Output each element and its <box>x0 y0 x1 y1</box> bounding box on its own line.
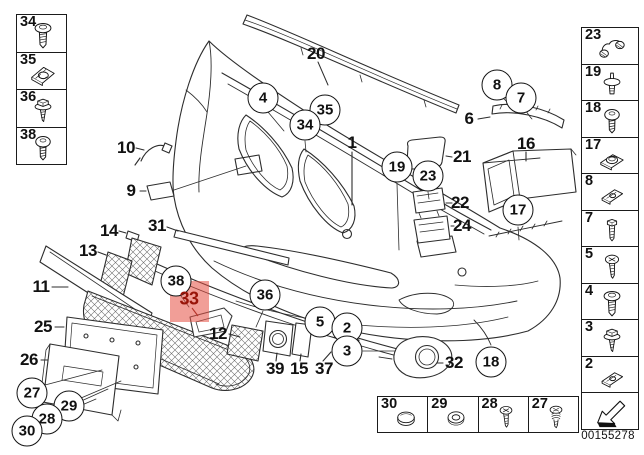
callout-3[interactable]: 3 <box>331 335 363 367</box>
button-head-screw-icon <box>35 135 52 161</box>
diagram-number: 00155278 <box>581 430 635 442</box>
callout-13[interactable]: 13 <box>79 241 97 260</box>
parts-box-number: 7 <box>585 209 594 226</box>
cap-plug-icon <box>396 411 415 426</box>
callout-1[interactable]: 1 <box>347 133 357 152</box>
callout-38[interactable]: 38 <box>160 265 192 297</box>
clip-nut-icon <box>600 154 624 171</box>
left-fastener-column: 34 35 36 38 <box>16 14 67 165</box>
parts-box-18[interactable]: 18 <box>582 100 638 137</box>
callout-37[interactable]: 37 <box>315 359 333 378</box>
parts-box-4[interactable]: 4 <box>582 282 638 320</box>
parts-box-number: 28 <box>481 396 498 412</box>
hex-washer-screw-icon <box>35 98 52 123</box>
callout-15[interactable]: 15 <box>290 359 308 378</box>
callout-5[interactable]: 5 <box>304 306 336 338</box>
parts-box-number: 30 <box>381 396 398 412</box>
parts-box-number: 4 <box>585 282 594 299</box>
parts-box-number: 19 <box>585 63 602 80</box>
pan-head-screw-icon <box>35 23 52 49</box>
direction-arrow-icon <box>597 400 626 428</box>
callout-25[interactable]: 25 <box>34 317 52 336</box>
parts-box-number: 38 <box>20 126 37 143</box>
callout-7[interactable]: 7 <box>505 82 537 114</box>
button-head-screw-icon <box>604 108 620 134</box>
pan-head-screw-icon <box>603 291 621 317</box>
parts-box-29[interactable]: 29 <box>427 397 477 432</box>
callout-11[interactable]: 11 <box>32 277 50 296</box>
callout-31[interactable]: 31 <box>148 216 166 235</box>
parts-box-number: 18 <box>585 100 602 117</box>
callout-23[interactable]: 23 <box>412 160 444 192</box>
callout-20[interactable]: 20 <box>307 44 325 63</box>
parts-box-35[interactable]: 35 <box>17 51 66 90</box>
parts-box-number: 17 <box>585 136 602 153</box>
callout-22[interactable]: 22 <box>451 193 469 212</box>
parts-box-38[interactable]: 38 <box>17 126 66 165</box>
parts-box-30[interactable]: 30 <box>378 397 427 432</box>
speed-nut-clip-icon <box>31 66 56 86</box>
parts-box-2[interactable]: 2 <box>582 355 638 393</box>
callout-27[interactable]: 27 <box>16 377 48 409</box>
callout-39[interactable]: 39 <box>266 359 284 378</box>
callout-18[interactable]: 18 <box>475 346 507 378</box>
callout-26[interactable]: 26 <box>20 350 38 369</box>
parts-box-28[interactable]: 28 <box>477 396 528 432</box>
flat-speed-nut-icon <box>601 371 624 388</box>
parts-box-number: 8 <box>585 173 594 190</box>
parts-box-number: 2 <box>585 355 594 372</box>
parts-box-3[interactable]: 3 <box>582 319 638 356</box>
tapping-screw-icon <box>499 406 513 428</box>
callout-24[interactable]: 24 <box>453 216 471 235</box>
callout-16[interactable]: 16 <box>517 134 535 153</box>
callout-12[interactable]: 12 <box>209 324 227 343</box>
parts-box-5[interactable]: 5 <box>582 246 638 283</box>
parts-box-number: 36 <box>20 89 37 105</box>
callout-19[interactable]: 19 <box>381 151 413 183</box>
callout-6[interactable]: 6 <box>464 109 474 128</box>
parts-box-36[interactable]: 36 <box>17 89 66 127</box>
hex-screw-icon <box>607 219 618 242</box>
bottom-fastener-row: 30 29 28 27 <box>377 396 579 433</box>
parts-box-number: 35 <box>20 51 37 68</box>
callout-32[interactable]: 32 <box>445 353 463 372</box>
hex-washer-screw-icon <box>603 328 621 352</box>
callout-10[interactable]: 10 <box>117 138 135 157</box>
expansion-rivet-icon <box>603 72 621 95</box>
callout-17[interactable]: 17 <box>502 194 534 226</box>
parts-box-17[interactable]: 17 <box>582 136 638 174</box>
parts-box-27[interactable]: 27 <box>527 396 578 432</box>
parts-box-number: 27 <box>531 396 548 412</box>
tapping-screw-icon <box>605 254 620 279</box>
callout-9[interactable]: 9 <box>126 181 136 200</box>
parts-box-23[interactable]: 23 <box>582 28 638 64</box>
callout-14[interactable]: 14 <box>100 221 118 240</box>
spring-clip-icon <box>599 39 625 58</box>
spring-washer-screw-icon <box>550 405 563 429</box>
parts-box-19[interactable]: 19 <box>582 63 638 101</box>
flat-speed-nut-icon <box>601 189 624 205</box>
parts-box-7[interactable]: 7 <box>582 209 638 247</box>
callout-4[interactable]: 4 <box>247 82 279 114</box>
right-fastener-column: 23 19 18 17 8 7 5 4 3 2 <box>581 27 639 430</box>
parts-box-number: 34 <box>20 14 37 30</box>
parts-box-number: 5 <box>585 246 594 263</box>
callout-33-highlighted[interactable]: 33 <box>179 288 199 309</box>
callout-36[interactable]: 36 <box>249 279 281 311</box>
direction-arrow-box[interactable] <box>582 392 638 429</box>
parts-box-8[interactable]: 8 <box>582 173 638 210</box>
parts-box-number: 23 <box>585 27 602 43</box>
washer-icon <box>447 411 465 426</box>
callout-21[interactable]: 21 <box>453 147 471 166</box>
callout-34[interactable]: 34 <box>289 109 321 141</box>
parts-box-number: 29 <box>431 396 448 412</box>
parts-box-number: 3 <box>585 319 594 336</box>
parts-box-34[interactable]: 34 <box>17 15 66 52</box>
callout-30[interactable]: 30 <box>11 415 43 447</box>
